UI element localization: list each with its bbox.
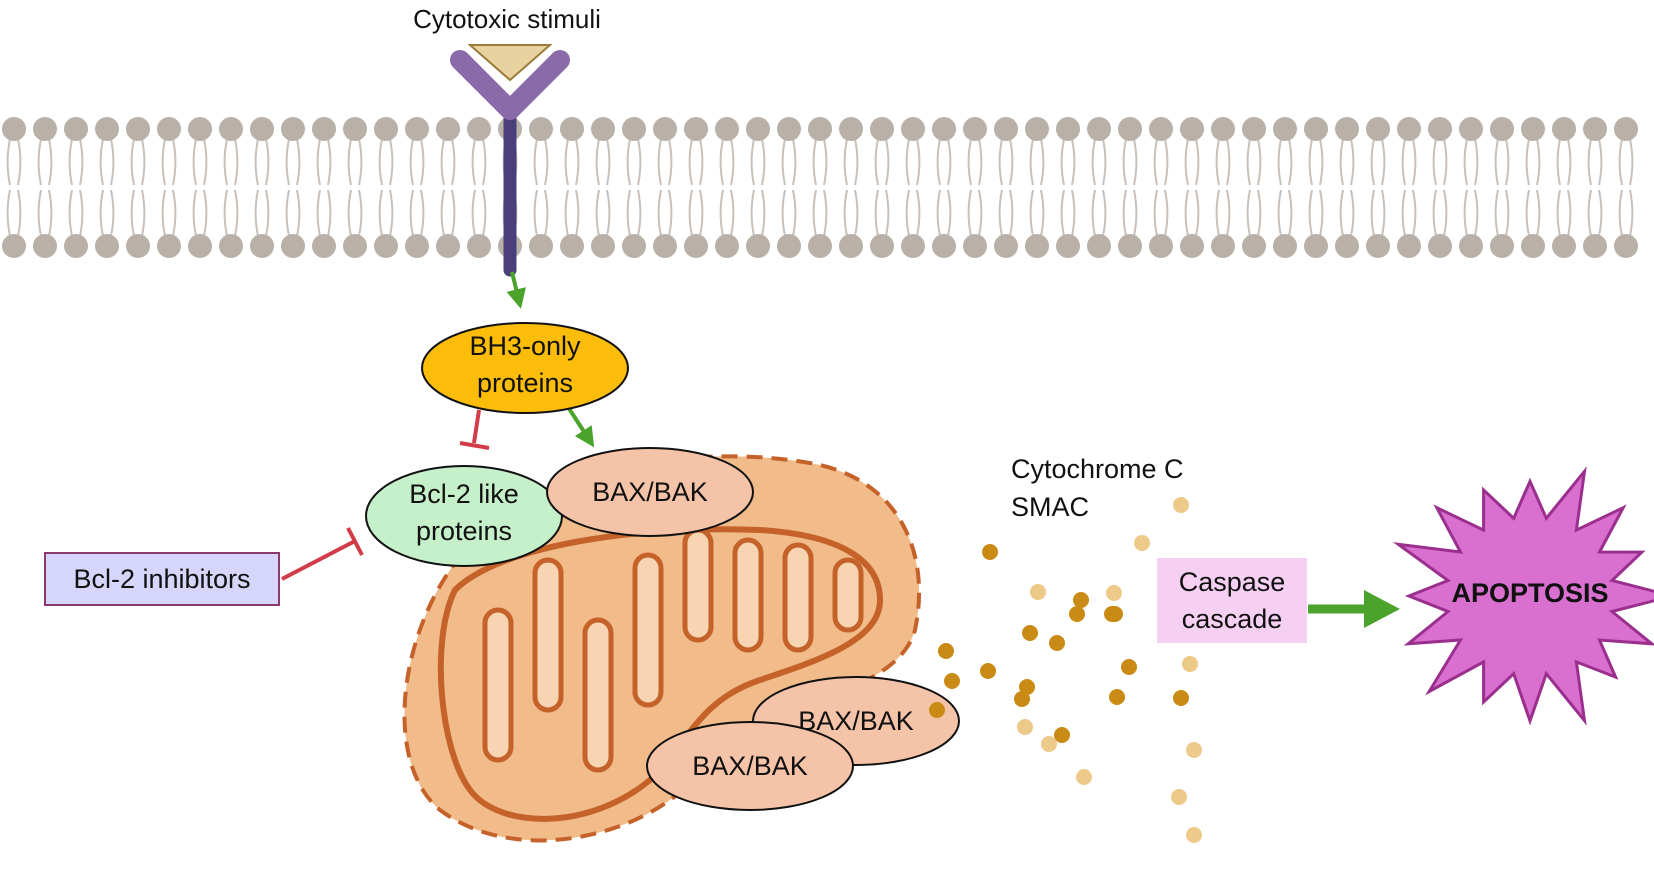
apoptosis-label: APOPTOSIS xyxy=(1451,578,1608,608)
caspase-label-line2: cascade xyxy=(1182,604,1283,634)
particle xyxy=(1019,679,1035,695)
particle xyxy=(1186,827,1202,843)
bh3-label-line2: proteins xyxy=(477,368,573,398)
inhibition-bh3-to-bcl2like xyxy=(459,409,490,450)
released-particles xyxy=(929,497,1202,843)
stimulus-label: Cytotoxic stimuli xyxy=(413,4,601,34)
bax-bak-node-top: BAX/BAK xyxy=(546,447,754,537)
particle xyxy=(1041,736,1057,752)
caspase-cascade-node: Caspase cascade xyxy=(1157,558,1307,643)
membrane-heads-top xyxy=(2,117,1638,141)
particle xyxy=(980,663,996,679)
particle xyxy=(1173,690,1189,706)
bax-bak-middle-label: BAX/BAK xyxy=(798,706,914,736)
bcl2like-label-line2: proteins xyxy=(416,516,512,546)
particle xyxy=(1171,789,1187,805)
particle xyxy=(1022,625,1038,641)
particle xyxy=(944,673,960,689)
ligand-icon xyxy=(467,44,553,82)
particle xyxy=(1017,719,1033,735)
particle xyxy=(1182,656,1198,672)
particle xyxy=(1186,742,1202,758)
particle xyxy=(1076,769,1092,785)
inhibitors-label: Bcl-2 inhibitors xyxy=(73,564,250,594)
inhibition-inhibitors-to-bcl2like xyxy=(281,527,364,581)
particle xyxy=(1121,659,1137,675)
activation-arrow-receptor-to-bh3 xyxy=(506,271,526,309)
particle xyxy=(1134,535,1150,551)
bcl2-like-proteins-node: Bcl-2 like proteins xyxy=(365,465,563,567)
receptor-icon xyxy=(450,44,570,277)
membrane-heads-bottom xyxy=(2,234,1638,258)
bcl2-inhibitors-node: Bcl-2 inhibitors xyxy=(44,552,280,606)
membrane-tails-top xyxy=(6,138,1634,186)
cytochrome-label-line1: Cytochrome C xyxy=(1011,454,1184,484)
particle xyxy=(929,702,945,718)
bh3-label-line1: BH3-only xyxy=(469,331,581,361)
particle xyxy=(1173,497,1189,513)
bax-bak-top-label: BAX/BAK xyxy=(592,477,708,507)
particle xyxy=(1109,689,1125,705)
bax-bak-node-lower: BAX/BAK xyxy=(646,721,854,811)
particle xyxy=(1073,592,1089,608)
activation-arrow-bh3-to-bax xyxy=(566,405,595,448)
particle xyxy=(1014,691,1030,707)
particle xyxy=(1054,727,1070,743)
apoptosis-node: APOPTOSIS xyxy=(1392,466,1654,726)
particle xyxy=(982,544,998,560)
bcl2like-label-line1: Bcl-2 like xyxy=(409,479,519,509)
particle xyxy=(1104,606,1120,622)
particle xyxy=(1030,584,1046,600)
particle xyxy=(938,643,954,659)
particle xyxy=(1106,585,1122,601)
particle xyxy=(1069,606,1085,622)
cell-membrane xyxy=(2,117,1638,258)
starburst-icon xyxy=(1392,466,1654,726)
membrane-tails-bottom xyxy=(6,189,1634,237)
cytochrome-label-line2: SMAC xyxy=(1011,492,1089,522)
caspase-label-line1: Caspase xyxy=(1179,567,1286,597)
particle xyxy=(1049,635,1065,651)
activation-arrow-caspase-to-apoptosis xyxy=(1308,590,1400,628)
bh3-only-proteins-node: BH3-only proteins xyxy=(421,322,629,414)
bax-bak-lower-label: BAX/BAK xyxy=(692,751,808,781)
